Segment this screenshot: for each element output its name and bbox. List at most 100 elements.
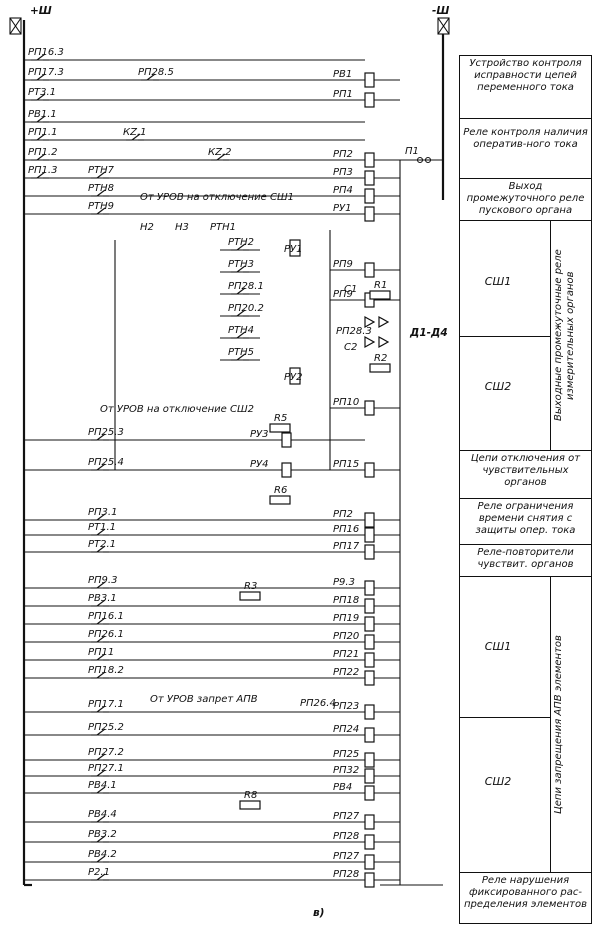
low-contact-6: РП17.1 bbox=[88, 699, 124, 710]
time-coil-2 bbox=[364, 544, 375, 560]
coil-row-8-label: РУ1 bbox=[333, 203, 352, 214]
fuse-p1-label: П1 bbox=[405, 146, 419, 157]
left-bus-fuse-icon bbox=[9, 17, 22, 35]
coil-row-7-label: РП4 bbox=[333, 185, 353, 196]
coil-row-2 bbox=[364, 92, 375, 108]
low-contact-14: Р2.1 bbox=[88, 867, 110, 878]
contact-5: КZ.2 bbox=[208, 147, 232, 158]
resistor-r5 bbox=[269, 423, 291, 433]
contact-8: РТН9 bbox=[88, 201, 114, 212]
capacitor-c2-label: C2 bbox=[344, 342, 357, 353]
trip-contact-1: РП25.4 bbox=[88, 457, 124, 468]
right-bus-fuse-icon bbox=[437, 17, 450, 35]
resistor-r2 bbox=[369, 363, 391, 373]
left-bus-label: +Ш bbox=[30, 5, 52, 17]
time-contact-0: РП3.1 bbox=[88, 507, 117, 518]
meas-label-0: Н2 bbox=[140, 222, 154, 233]
low-coil-13-label: РП27 bbox=[333, 851, 360, 862]
low-contact-9: РП27.1 bbox=[88, 763, 124, 774]
trip-contact-0: РП25.3 bbox=[88, 427, 124, 438]
diodes-label: Д1-Д4 bbox=[409, 327, 448, 339]
panel-repeater-relays: Реле-повторители чувствит. органов bbox=[459, 544, 592, 576]
rp28-3-label: РП28.3 bbox=[336, 326, 372, 337]
low-contact-13: РВ4.2 bbox=[88, 849, 117, 860]
coil-row-1 bbox=[364, 72, 375, 88]
time-contact-1: РТ1.1 bbox=[88, 522, 116, 533]
meas-contact-2: РП28.1 bbox=[228, 281, 264, 292]
coil-row-5 bbox=[364, 152, 375, 168]
panel-measuring-relays bbox=[459, 220, 592, 451]
coil-row-1-label: РВ1 bbox=[333, 69, 352, 80]
low-contact-1: РВ3.1 bbox=[88, 593, 117, 604]
low-coil-0 bbox=[364, 580, 375, 596]
meas-label-1: Н3 bbox=[175, 222, 189, 233]
note-urov-csh2: От УРОВ на отключение СШ2 bbox=[100, 404, 254, 415]
panel-sensitive-trip: Цепи отключения от чувствительных органо… bbox=[459, 450, 592, 498]
resistor-r2-label: R2 bbox=[374, 353, 387, 364]
low-contact-12: РВ3.2 bbox=[88, 829, 117, 840]
coil-mid-1-label: РП9 bbox=[333, 289, 353, 300]
low-contact-2: РП16.1 bbox=[88, 611, 124, 622]
group-csh2-lower: СШ2 bbox=[484, 775, 512, 788]
time-contact-2: РТ2.1 bbox=[88, 539, 116, 550]
trip-coil-1-label: РУ4 bbox=[250, 459, 269, 470]
diode-icon bbox=[378, 315, 390, 329]
low-coil-8 bbox=[364, 752, 375, 768]
low-coil-6 bbox=[364, 704, 375, 720]
group-csh2-upper: СШ2 bbox=[484, 380, 512, 393]
low-coil-4 bbox=[364, 652, 375, 668]
trip-coil-0 bbox=[281, 432, 292, 448]
diode-icon bbox=[378, 335, 390, 349]
contact-4: КZ.1 bbox=[123, 127, 147, 138]
group-csh1-lower: СШ1 bbox=[484, 640, 512, 653]
panel-fixed-distribution: Реле нарушения фиксированного рас-предел… bbox=[459, 872, 592, 924]
meas-contact-1: РТН3 bbox=[228, 259, 254, 270]
contact-6: РП1.3 bbox=[28, 165, 57, 176]
low-coil-7-label: РП24 bbox=[333, 724, 359, 735]
ru2-coil bbox=[289, 367, 301, 385]
meas-contact-5: РТН5 bbox=[228, 347, 254, 358]
coil-row-6-label: РП3 bbox=[333, 167, 353, 178]
panel-fixed-distribution-text: Реле нарушения фиксированного рас-предел… bbox=[464, 875, 587, 910]
low-coil-11 bbox=[364, 814, 375, 830]
note-urov-apv: От УРОВ запрет АПВ bbox=[150, 694, 258, 705]
contact-0: РП16.3 bbox=[28, 47, 64, 58]
coil-mid-3 bbox=[364, 462, 375, 478]
coil-mid-2 bbox=[364, 400, 375, 416]
low-coil-14-label: РП28 bbox=[333, 869, 359, 880]
right-bus-label: -Ш bbox=[432, 5, 449, 17]
low-coil-5 bbox=[364, 670, 375, 686]
coil-row-5-label: РП2 bbox=[333, 149, 353, 160]
panel-time-limit: Реле ограничения времени снятия с защиты… bbox=[459, 498, 592, 544]
coil-row-6 bbox=[364, 170, 375, 186]
time-coil-0 bbox=[364, 512, 375, 528]
low-coil-13 bbox=[364, 854, 375, 870]
group-csh1-upper: СШ1 bbox=[484, 275, 512, 288]
resistor-r1-label: R1 bbox=[374, 280, 387, 291]
low-coil-0-label: Р9.3 bbox=[333, 577, 355, 588]
low-coil-1-label: РП18 bbox=[333, 595, 359, 606]
capacitor-c1-label: C1 bbox=[344, 284, 357, 295]
low-contact-3: РП26.1 bbox=[88, 629, 124, 640]
meas-contact-3: РП20.2 bbox=[228, 303, 264, 314]
low-coil-4-label: РП21 bbox=[333, 649, 359, 660]
meas-contact-4: РТН4 bbox=[228, 325, 254, 336]
low-coil-2 bbox=[364, 616, 375, 632]
panel-apv-block bbox=[459, 576, 592, 873]
low-contact-11: РВ4.4 bbox=[88, 809, 117, 820]
diode-icon bbox=[364, 315, 376, 329]
meas-label-2: РТН1 bbox=[210, 222, 236, 233]
low-contact-5: РП18.2 bbox=[88, 665, 124, 676]
contact-5: РП1.2 bbox=[28, 147, 57, 158]
low-coil-7 bbox=[364, 727, 375, 743]
low-coil-5-label: РП22 bbox=[333, 667, 359, 678]
contact-3: РВ1.1 bbox=[28, 109, 57, 120]
low-coil-3-label: РП20 bbox=[333, 631, 359, 642]
panel-repeater-relays-text: Реле-повторители чувствит. органов bbox=[477, 547, 574, 570]
low-coil-12 bbox=[364, 834, 375, 850]
panel-start-organ: Выход промежуточного реле пускового орга… bbox=[459, 178, 592, 220]
coil-mid-3-label: РП15 bbox=[333, 459, 359, 470]
contact-6: РТН7 bbox=[88, 165, 115, 176]
